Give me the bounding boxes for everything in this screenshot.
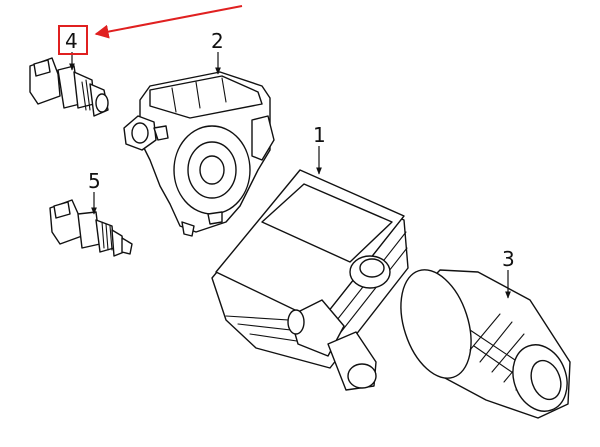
part-3-oil-filter xyxy=(400,269,571,419)
part-4-pressure-sensor xyxy=(29,57,109,117)
part-1-oil-cooler xyxy=(211,169,409,391)
highlight-arrow xyxy=(94,5,243,39)
callout-3: 3 xyxy=(502,247,515,271)
callout-4: 4 xyxy=(65,29,78,53)
highlight-box xyxy=(58,25,88,55)
part-2-filter-housing xyxy=(123,71,275,237)
part-5-temperature-sensor xyxy=(49,199,133,257)
callout-5: 5 xyxy=(88,169,101,193)
callout-2: 2 xyxy=(211,29,224,53)
callout-1: 1 xyxy=(313,123,326,147)
